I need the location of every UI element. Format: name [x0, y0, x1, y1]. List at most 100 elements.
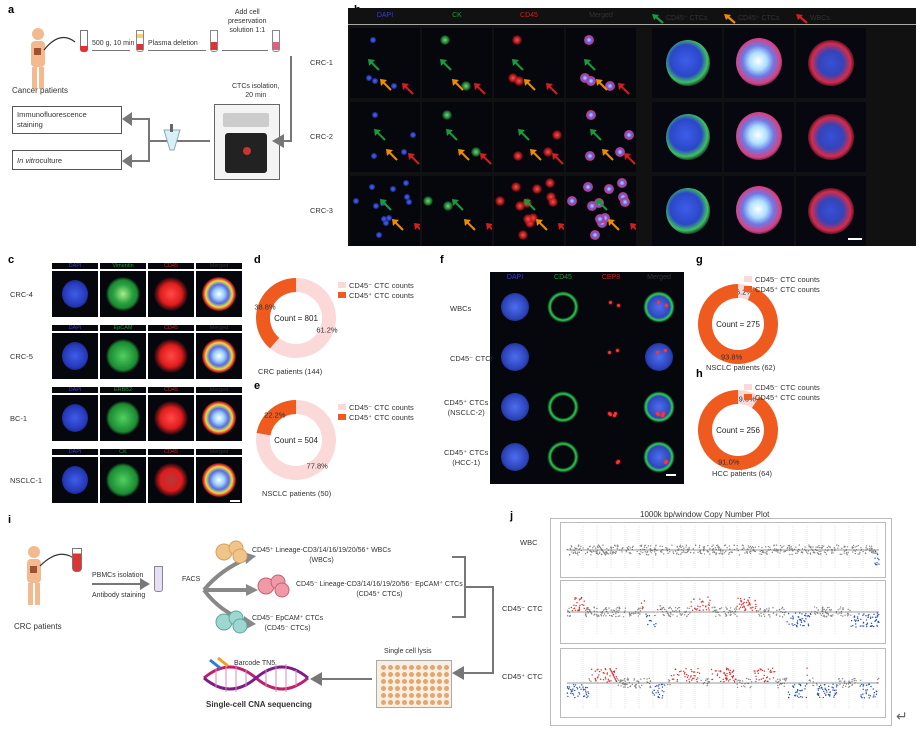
c-col-head-r0-c2: CD45 [148, 263, 194, 269]
b-field-r0-c2 [494, 28, 564, 98]
panel-label-d: d [254, 254, 261, 266]
pointer-arrow-icon [452, 198, 464, 216]
b-zoom-r0-c1 [724, 28, 794, 98]
pie-d-label-1: 38.8% [254, 303, 276, 312]
panel-label-e: e [254, 380, 261, 392]
panel-label-f: f [440, 254, 444, 266]
pbmc-isolation-label: PBMCs isolation [92, 572, 144, 579]
c-row-label-1: CRC-5 [10, 352, 33, 361]
c-row-label-3: NSCLC-1 [10, 476, 43, 485]
crc-patient-figure-icon [27, 546, 77, 605]
blood-tube-4-icon [272, 30, 280, 52]
f-image-r0-c1 [540, 284, 586, 330]
b-col-head-2: CD45 [520, 12, 538, 19]
pointer-arrow-icon [458, 148, 470, 166]
c-col-head-r0-c0: DAPI [52, 263, 98, 269]
pointer-arrow-icon [386, 148, 398, 166]
cnv-plot-cd45neg [560, 580, 886, 644]
c-image-r2-c2 [148, 395, 194, 441]
c-row-label-2: BC-1 [10, 414, 28, 423]
b-zoom-r1-c2 [796, 102, 866, 172]
b-zoom-r1-c0 [652, 102, 722, 172]
c-col-head-r3-c2: CD45 [148, 449, 194, 455]
pie-d-legend-label-1: CD45⁺ CTC counts [349, 291, 414, 300]
cnv-plot-title: 1000k bp/window Copy Number Plot [640, 510, 770, 519]
pointer-arrow-icon [596, 198, 608, 216]
paragraph-end-mark: ↵ [896, 708, 908, 724]
pointer-arrow-icon [552, 152, 564, 170]
spin-label: 500 g, 10 min [92, 40, 135, 47]
f-col-head-0: DAPI [506, 274, 524, 281]
blood-fill-icon [80, 46, 88, 52]
f-image-r1-c1 [540, 334, 586, 380]
pointer-arrow-icon [618, 82, 630, 98]
scale-bar [848, 238, 862, 240]
b-field-r2-c3 [566, 176, 636, 246]
f-scale-bar [666, 474, 676, 476]
c-image-r3-c1 [100, 457, 146, 503]
f-row-label-0: WBCs [450, 304, 472, 313]
legend-label: WBCs [810, 14, 830, 22]
pie-h-caption: HCC patients (64) [712, 469, 773, 478]
pointer-arrow-icon [392, 218, 404, 236]
ctc-isolation-label: CTCs isolation,20 min [232, 83, 280, 99]
plasma-deletion-label: Plasma deletion [148, 40, 198, 47]
pointer-arrow-icon [440, 58, 452, 76]
f-image-r3-c1 [540, 434, 586, 480]
b-field-r0-c0 [350, 28, 420, 98]
b-field-r2-c0 [350, 176, 420, 246]
b-field-r1-c3 [566, 102, 636, 172]
b-zoom-r2-c1 [724, 176, 794, 246]
f-image-r2-c0 [492, 384, 538, 430]
panel-label-i: i [8, 514, 12, 526]
blood-tube-2-icon [136, 30, 144, 52]
b-field-r0-c3 [566, 28, 636, 98]
pointer-arrow-icon [558, 222, 564, 240]
pie-h-legend-swatch-1 [744, 394, 752, 400]
pie-d-slice-0 [270, 278, 336, 359]
b-zoom-r0-c0 [652, 28, 722, 98]
f-col-head-1: CD45 [554, 274, 572, 281]
pointer-arrow-icon [512, 58, 524, 76]
c-image-r0-c0 [52, 271, 98, 317]
panel-label-g: g [696, 254, 703, 266]
wbc-population-label: CD45⁺ Lineage-CD3/14/16/19/20/56⁺ WBCs(W… [252, 547, 391, 564]
c-col-head-r1-c2: CD45 [148, 325, 194, 331]
b-row-label-1: CRC-2 [310, 132, 333, 141]
b-zoom-r0-c2 [796, 28, 866, 98]
microtube-icon [163, 124, 181, 151]
pie-d-legend-swatch-0 [338, 282, 346, 288]
pie-g-legend-label-1: CD45⁺ CTC counts [755, 285, 820, 294]
legend-label: CD45⁻ CTCs [666, 15, 708, 22]
c-col-head-r3-c1: CK [100, 449, 146, 455]
c-image-r1-c3 [196, 333, 242, 379]
c-col-head-r3-c3: Merged [196, 449, 242, 455]
c-col-head-r2-c0: DAPI [52, 387, 98, 393]
single-cell-lysis-label: Single cell lysis [384, 648, 432, 655]
c-image-r1-c1 [100, 333, 146, 379]
pie-d-label-0: 61.2% [316, 325, 338, 334]
cnv-plot-wbc [560, 522, 886, 578]
pie-d-slice-1 [256, 278, 296, 349]
pie-e-legend-label-0: CD45⁻ CTC counts [349, 403, 414, 412]
b-legend-2: WBCs [796, 10, 868, 26]
pie-e-caption: NSCLC patients (50) [262, 489, 332, 498]
c-col-head-r2-c2: CD45 [148, 387, 194, 393]
b-col-head-3: Merged [589, 12, 613, 19]
wbc-cluster-icon [215, 540, 248, 564]
pointer-arrow-icon [414, 222, 420, 240]
cancer-patients-label: Cancer patients [12, 86, 69, 95]
c-image-r2-c1 [100, 395, 146, 441]
f-image-r0-c0 [492, 284, 538, 330]
f-image-r1-c2 [588, 334, 634, 380]
pie-h-legend-label-1: CD45⁺ CTC counts [755, 393, 820, 402]
pie-g-legend-label-0: CD45⁻ CTC counts [755, 275, 820, 284]
b-row-label-0: CRC-1 [310, 58, 333, 67]
c-image-r0-c2 [148, 271, 194, 317]
crc-blood-tube-icon [72, 548, 82, 572]
f-image-r2-c3 [636, 384, 682, 430]
